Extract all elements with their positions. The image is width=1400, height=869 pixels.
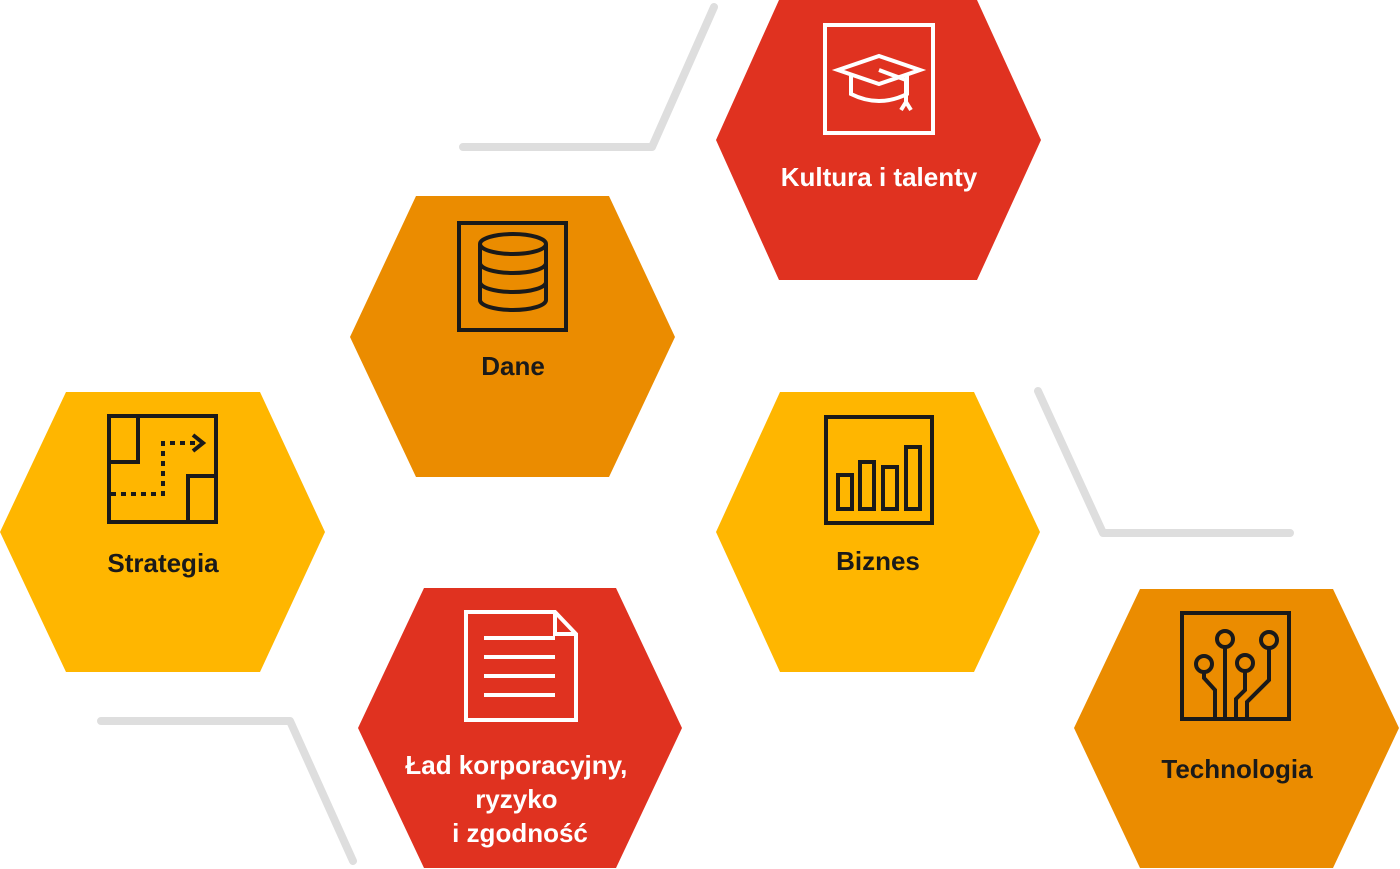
hex-label-lad-line-3: i zgodność bbox=[452, 818, 588, 848]
graduation-cap-icon bbox=[823, 23, 935, 135]
hex-shape-dane bbox=[350, 196, 675, 477]
hex-shape-strategia bbox=[0, 392, 325, 672]
hex-label-strategia: Strategia bbox=[107, 548, 219, 578]
hex-label-dane: Dane bbox=[481, 351, 545, 381]
document-icon bbox=[464, 610, 578, 722]
hex-label-kultura-line: Kultura i talenty bbox=[781, 162, 978, 192]
hex-label-strategia-line: Strategia bbox=[107, 548, 219, 578]
hex-shape-lad bbox=[358, 588, 682, 868]
floor-plan-path-icon bbox=[107, 414, 218, 524]
hex-shape-kultura bbox=[716, 0, 1041, 280]
connector-line-bottom bbox=[97, 717, 357, 865]
connector-lines bbox=[97, 3, 1294, 865]
hex-strategia: Strategia bbox=[0, 392, 325, 672]
hex-biznes: Biznes bbox=[716, 392, 1040, 672]
hex-dane: Dane bbox=[350, 196, 675, 477]
connector-line-right bbox=[1034, 387, 1294, 537]
hex-label-lad-line-1: Ład korporacyjny, bbox=[405, 750, 627, 780]
hex-label-dane-line: Dane bbox=[481, 351, 545, 381]
hex-kultura-i-talenty: Kultura i talenty bbox=[716, 0, 1041, 280]
hex-label-technologia-line: Technologia bbox=[1161, 754, 1313, 784]
connector-line-top bbox=[459, 3, 718, 151]
circuit-icon bbox=[1180, 611, 1291, 721]
hex-shape-biznes bbox=[716, 392, 1040, 672]
hex-label-lad: Ład korporacyjny, ryzyko i zgodność bbox=[405, 750, 634, 848]
hex-label-technologia: Technologia bbox=[1161, 754, 1313, 784]
hex-shape-technologia bbox=[1074, 589, 1399, 868]
hex-label-kultura: Kultura i talenty bbox=[781, 162, 978, 192]
hex-label-biznes: Biznes bbox=[836, 546, 920, 576]
hex-label-lad-line-2: ryzyko bbox=[475, 784, 557, 814]
bar-chart-icon bbox=[824, 415, 934, 525]
hex-label-biznes-line: Biznes bbox=[836, 546, 920, 576]
hex-lad-korporacyjny: Ład korporacyjny, ryzyko i zgodność bbox=[358, 588, 682, 868]
database-icon bbox=[457, 221, 568, 332]
hex-technologia: Technologia bbox=[1074, 589, 1399, 868]
